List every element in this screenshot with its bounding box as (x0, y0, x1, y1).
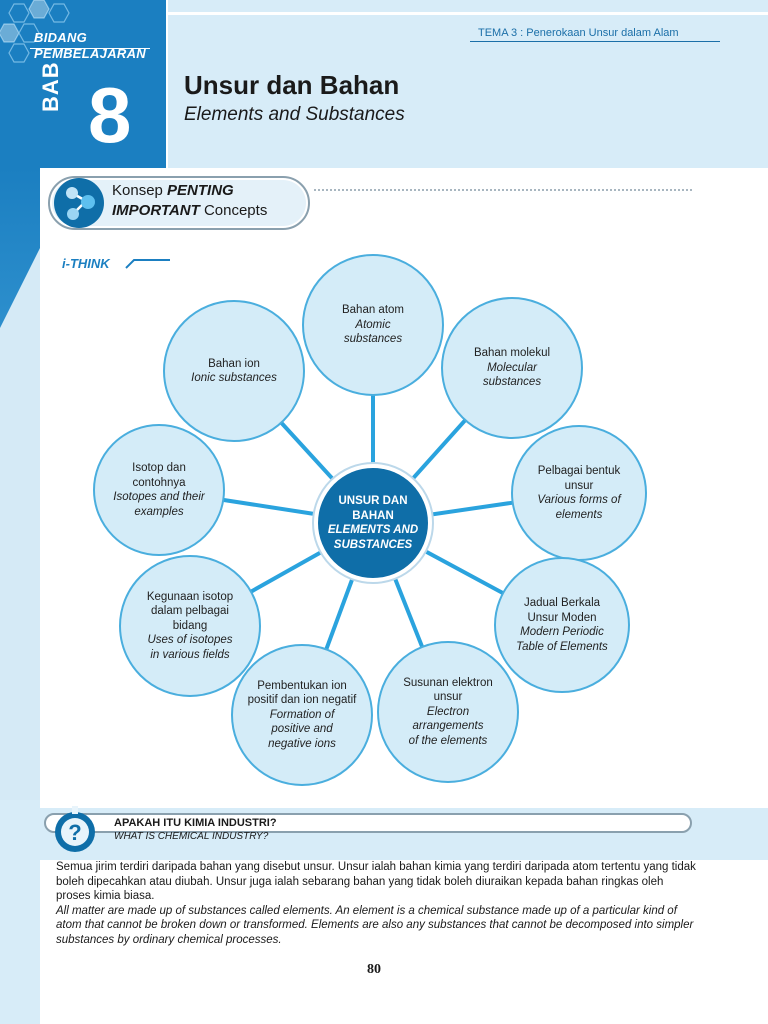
theme-label: TEMA 3 : Penerokaan Unsur dalam Alam (478, 27, 679, 39)
question-mark-icon: ? (55, 806, 95, 852)
hexagon-pattern-icon (0, 0, 70, 63)
concept-map-node (377, 641, 519, 783)
learning-area-rule (30, 48, 150, 49)
paragraph-area (40, 860, 768, 1024)
concept-map-node (119, 555, 261, 697)
chapter-title-bm: Unsur dan Bahan (184, 70, 400, 100)
chemical-industry-title-en: WHAT IS CHEMICAL INDUSTRY? (114, 831, 269, 842)
chapter-panel (0, 0, 166, 168)
chemical-industry-banner (44, 813, 692, 833)
concept-map-center-label: UNSUR DAN BAHAN ELEMENTS AND SUBSTANCES (327, 495, 419, 551)
important-concepts-title-en: IMPORTANT Concepts (112, 202, 268, 219)
dotted-divider (314, 189, 692, 191)
concept-map (93, 254, 647, 786)
chapter-title-en: Elements and Substances (184, 104, 405, 125)
concept-map-node (163, 300, 305, 442)
chapter-number: 8 (88, 71, 132, 159)
learning-area-label: BIDANG PEMBELAJARAN (34, 30, 146, 61)
concept-map-center-node (318, 468, 428, 578)
concept-map-node (231, 644, 373, 786)
concept-map-node (302, 254, 444, 396)
definition-text-bm: Semua jirim terdiri daripada bahan yang … (56, 861, 696, 902)
ithink-logo: i-THINK (62, 256, 110, 271)
definition-paragraph: Semua jirim terdiri daripada bahan yang … (56, 860, 696, 947)
page-number: 80 (367, 962, 381, 977)
theme-rule (470, 41, 720, 42)
concept-map-node (441, 297, 583, 439)
important-concepts-title-bm: Konsep PENTING (112, 182, 234, 199)
svg-text:?: ? (68, 820, 81, 845)
concept-map-node (93, 424, 225, 556)
concept-map-node (494, 557, 630, 693)
ithink-swoosh-icon (125, 259, 170, 269)
header-band-line (168, 12, 768, 15)
molecule-icon (54, 178, 104, 228)
header-band (168, 0, 768, 168)
definition-text-en: All matter are made up of substances cal… (56, 904, 694, 946)
chemical-industry-title-bm: APAKAH ITU KIMIA INDUSTRI? (114, 817, 277, 829)
